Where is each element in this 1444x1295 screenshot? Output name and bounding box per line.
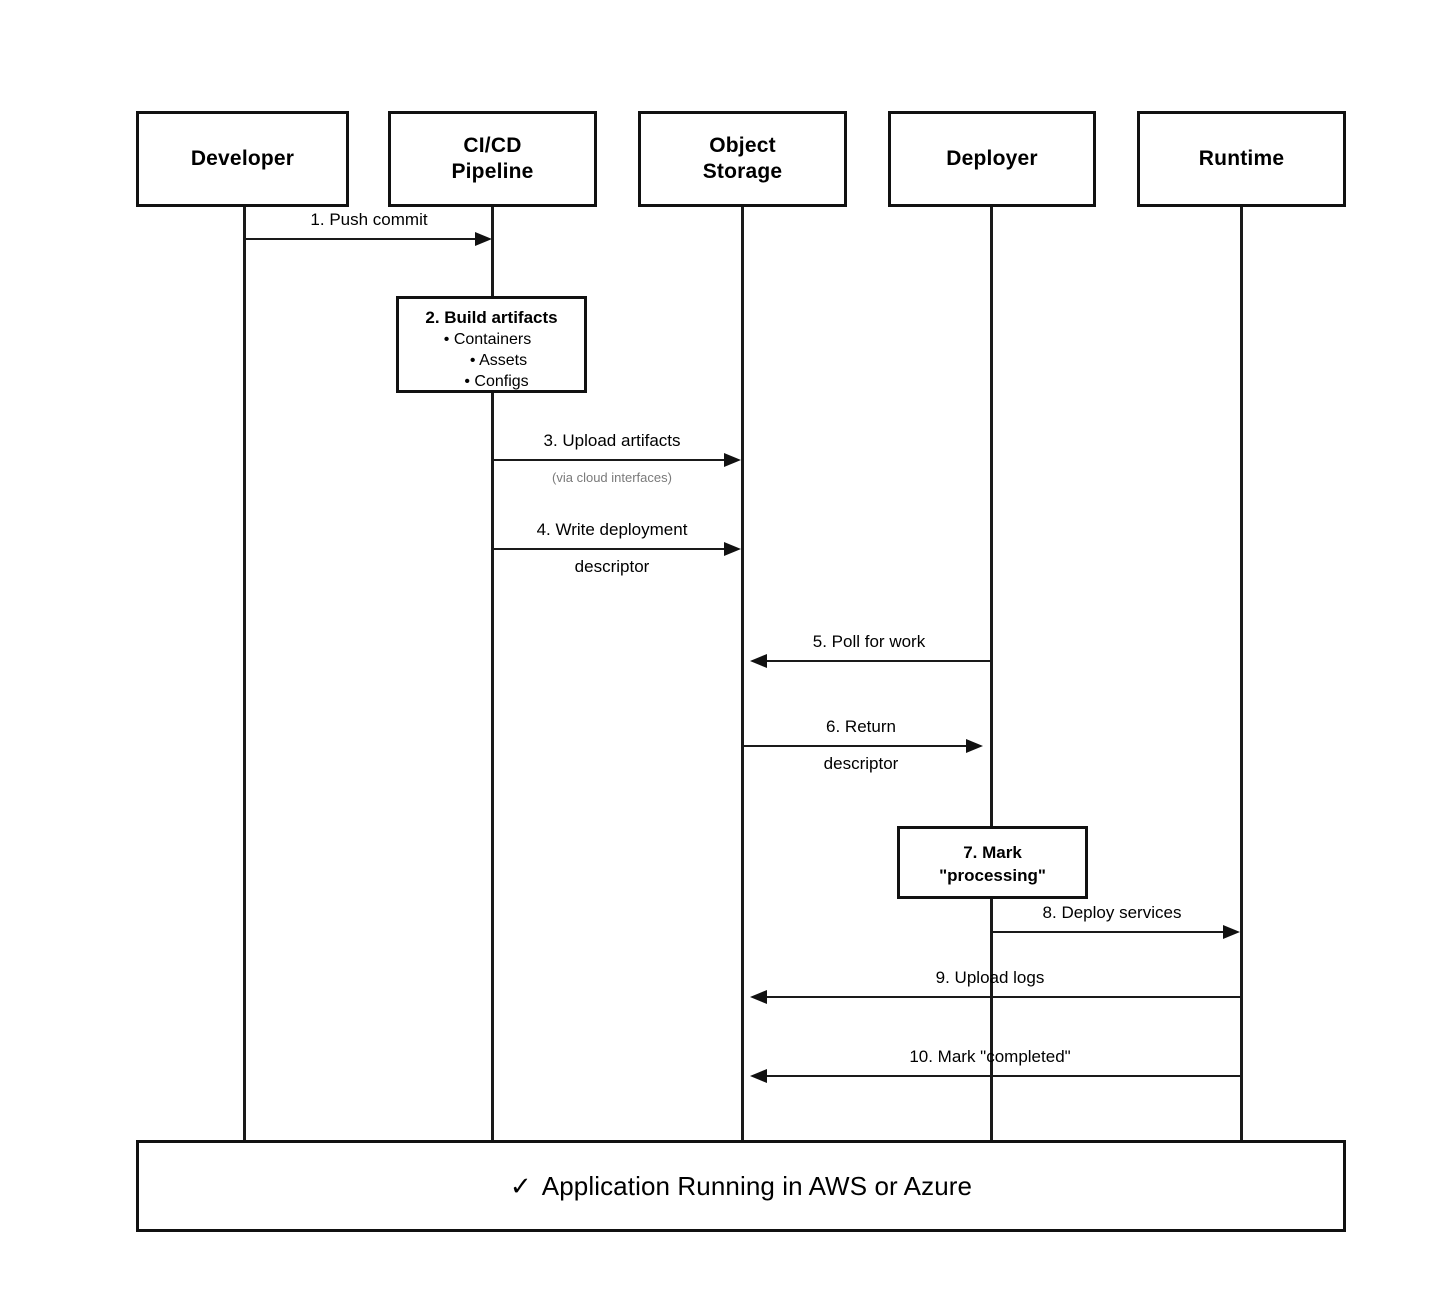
arrow-head-right: [966, 739, 983, 753]
participant-cicd-pipeline[interactable]: CI/CD Pipeline: [388, 111, 597, 207]
banner-label: Application Running in AWS or Azure: [541, 1171, 973, 1201]
note-item: • Assets: [469, 352, 528, 369]
note-item-list: • Containers • Assets • Configs: [399, 329, 584, 392]
arrow-head-right: [724, 453, 741, 467]
arrow-head-left: [750, 1069, 767, 1083]
message-line: [493, 459, 725, 461]
participant-label-runtime: Runtime: [1198, 147, 1285, 170]
message-label: 9. Upload logs: [935, 968, 1045, 987]
application-running-banner: ✓ Application Running in AWS or Azure: [136, 1140, 1346, 1232]
lifeline-runtime: [1240, 207, 1243, 1142]
lifeline-object-storage: [741, 207, 744, 1142]
lifeline-developer: [243, 207, 246, 1142]
arrow-head-left: [750, 654, 767, 668]
message-label: 5. Poll for work: [812, 632, 926, 651]
message-label: 4. Write deployment: [536, 520, 688, 539]
participant-label-object-storage: Object Storage: [702, 134, 783, 183]
arrow-head-right: [724, 542, 741, 556]
participant-deployer[interactable]: Deployer: [888, 111, 1096, 207]
note-title: 7. Mark "processing": [939, 843, 1046, 885]
message-label: 6. Return: [826, 717, 896, 736]
participant-label-developer: Developer: [190, 147, 295, 170]
participant-runtime[interactable]: Runtime: [1137, 111, 1346, 207]
participant-label-deployer: Deployer: [946, 147, 1038, 170]
check-icon: ✓: [509, 1171, 532, 1201]
message-line: [766, 1075, 1240, 1077]
note-item: • Containers: [443, 331, 532, 348]
note-item: • Configs: [464, 373, 529, 390]
message-label: 1. Push commit: [310, 210, 428, 229]
message-line: [493, 548, 725, 550]
message-line: [766, 660, 991, 662]
note-build-artifacts[interactable]: 2. Build artifacts • Containers • Assets…: [396, 296, 587, 393]
message-label: 8. Deploy services: [1042, 903, 1182, 922]
note-mark-processing[interactable]: 7. Mark "processing": [897, 826, 1088, 899]
participant-object-storage[interactable]: Object Storage: [638, 111, 847, 207]
arrow-head-right: [475, 232, 492, 246]
lifeline-cicd-pipeline: [491, 207, 494, 1142]
message-sublabel: (via cloud interfaces): [552, 470, 672, 485]
participant-developer[interactable]: Developer: [136, 111, 349, 207]
message-label-line2: descriptor: [823, 754, 899, 773]
message-label-line2: descriptor: [574, 557, 650, 576]
message-line: [992, 931, 1224, 933]
message-label: 10. Mark "completed": [909, 1047, 1071, 1066]
arrow-head-left: [750, 990, 767, 1004]
arrow-head-right: [1223, 925, 1240, 939]
note-title: 2. Build artifacts: [425, 308, 558, 327]
message-line: [766, 996, 1240, 998]
lifeline-deployer: [990, 207, 993, 1142]
message-line: [743, 745, 967, 747]
message-line: [245, 238, 476, 240]
participant-label-cicd-pipeline: CI/CD Pipeline: [451, 134, 534, 183]
message-label: 3. Upload artifacts: [543, 431, 681, 450]
